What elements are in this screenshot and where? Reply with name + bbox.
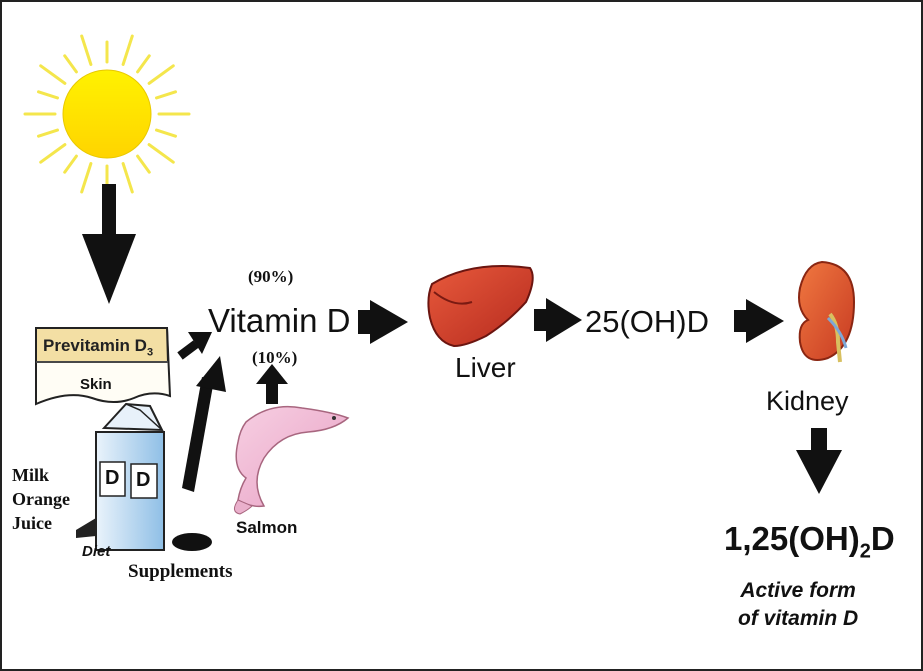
food-line: Orange	[12, 489, 70, 509]
sun-ray	[155, 128, 177, 138]
arrow-liver-to-hydroxy	[534, 298, 582, 342]
caption-line: of vitamin D	[738, 607, 859, 630]
sun-ray	[37, 90, 59, 100]
sun-ray	[121, 162, 134, 194]
sun-ray	[147, 64, 175, 85]
salmon-label: Salmon	[236, 518, 298, 537]
carton-letter-left: D	[105, 467, 120, 489]
vitamin-d-label: Vitamin D	[208, 302, 351, 339]
liver-icon	[427, 265, 534, 348]
arrow-salmon-to-vitamin-d	[256, 364, 288, 404]
previtamin-subscript: 3	[146, 346, 154, 359]
percent-diet-label: (10%)	[252, 348, 298, 367]
sun-ray	[63, 154, 78, 174]
arrow-skin-to-vitamin-d	[177, 332, 212, 360]
previtamin-label: Previtamin D3	[43, 336, 154, 359]
food-line: Juice	[12, 513, 52, 533]
sun-ray	[39, 143, 67, 164]
sun-ray	[136, 54, 151, 74]
carton-letter-right: D	[136, 469, 151, 491]
sun-icon	[23, 34, 191, 194]
active-form-caption: Active form of vitamin D	[738, 577, 858, 633]
arrow-sun-to-skin	[82, 184, 136, 304]
arrow-hydroxy-to-kidney	[734, 299, 784, 343]
kidney-icon	[798, 260, 856, 363]
milk-orange-juice-label: Milk Orange Juice	[12, 463, 70, 535]
sun-ray	[121, 34, 134, 66]
supplements-label: Supplements	[128, 561, 233, 582]
liver-label: Liver	[455, 352, 516, 383]
sun-ray	[37, 128, 59, 138]
arrow-supplements-to-vitamin-d	[182, 356, 226, 492]
sun-ray	[155, 90, 177, 100]
sun-ray	[80, 34, 93, 66]
caption-line: Active form	[740, 579, 856, 602]
kidney-label: Kidney	[766, 386, 849, 416]
arrow-kidney-to-active-form	[796, 428, 842, 494]
milk-carton-icon	[76, 402, 165, 551]
supplement-pill-icon	[172, 533, 212, 551]
hydroxy-label: 25(OH)D	[585, 304, 710, 339]
skin-icon	[35, 327, 172, 406]
skin-label: Skin	[80, 376, 112, 393]
sun-ray	[39, 64, 67, 85]
diet-label: Diet	[82, 543, 111, 560]
percent-sun-label: (90%)	[248, 267, 294, 286]
sun-ray	[80, 162, 93, 194]
sun-ray	[147, 143, 175, 164]
sun-ray	[63, 54, 78, 74]
active-vitamin-d-formula: 1,25(OH)2D	[724, 520, 895, 563]
arrow-vitamin-d-to-liver	[358, 300, 408, 344]
formula-subscript: 2	[859, 540, 871, 563]
food-line: Milk	[12, 465, 50, 485]
sun-ray	[136, 154, 151, 174]
salmon-icon	[234, 405, 350, 515]
